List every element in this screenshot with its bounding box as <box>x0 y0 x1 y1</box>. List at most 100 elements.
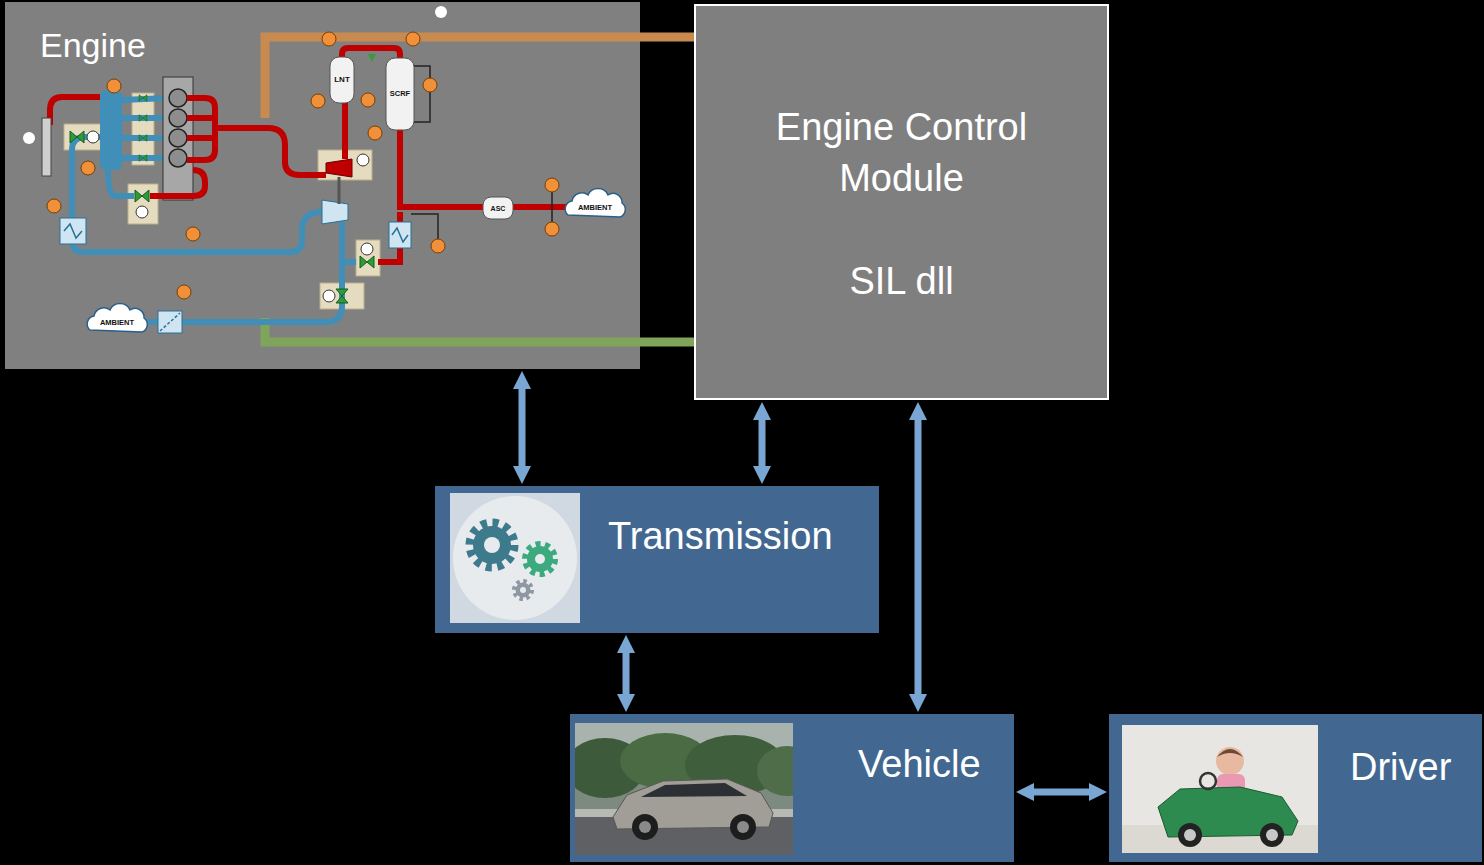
sensor-dot <box>431 239 445 253</box>
air-filter <box>158 311 182 333</box>
double-arrow <box>519 389 526 466</box>
sensor-dot <box>322 32 336 46</box>
car-window <box>641 783 747 797</box>
gear-body <box>527 546 553 572</box>
gear-hole <box>520 587 526 593</box>
white-dot <box>23 132 35 144</box>
sensor-line <box>414 66 430 122</box>
icon-disc <box>453 496 577 620</box>
valve-motor <box>357 154 369 166</box>
sensor-dot <box>545 222 559 236</box>
sensor-dot <box>107 79 121 93</box>
driver-photo <box>1122 725 1318 853</box>
icon-ground <box>450 493 580 623</box>
valve-motor <box>323 290 335 302</box>
scrf-filter <box>386 58 414 130</box>
sensor-dot <box>81 161 95 175</box>
driver-box: Driver <box>1109 714 1482 862</box>
sensor-dot <box>47 199 61 213</box>
sensor-dot <box>311 94 325 108</box>
cylinder <box>169 89 187 107</box>
engine-panel: Engine <box>5 2 640 369</box>
sensor-dot <box>368 126 382 140</box>
gear-teeth <box>514 581 532 599</box>
gear-hole <box>535 554 545 564</box>
turbine <box>326 159 352 177</box>
valve-symbol <box>135 190 149 202</box>
valve-symbol <box>139 95 147 102</box>
node-label: Driver <box>1350 744 1451 792</box>
urea-injector <box>368 54 376 62</box>
signal-wire <box>640 338 694 347</box>
egr-pipe <box>150 170 205 196</box>
intake-pipe <box>342 259 356 265</box>
intake-manifold <box>100 90 122 170</box>
double-arrow <box>915 420 922 694</box>
signal-wire <box>265 37 640 118</box>
baby-hair <box>1217 749 1243 757</box>
car-rim <box>639 821 651 833</box>
valve-symbol <box>139 115 147 122</box>
sensor-line <box>411 214 438 240</box>
valve-motor <box>361 243 373 255</box>
vehicle-box: Vehicle <box>570 714 1014 862</box>
node-label: Engine <box>40 24 146 67</box>
gear-teeth <box>525 544 555 574</box>
car-photo <box>575 723 793 855</box>
part-label: AMBIENT <box>578 204 612 212</box>
intake-runners <box>122 98 168 158</box>
turbo-shaft <box>338 177 341 204</box>
pedal-car-wheel <box>1178 823 1202 847</box>
sensor-dot <box>361 93 375 107</box>
steering-wheel <box>1200 773 1216 789</box>
valve-motor <box>136 206 148 218</box>
node-label: Engine Control Module <box>721 102 1082 204</box>
intake-pipe <box>73 212 322 252</box>
exhaust-pipe <box>400 130 568 207</box>
cylinder <box>169 149 187 167</box>
tree <box>757 746 793 796</box>
node-label: Transmission <box>608 513 833 561</box>
egr-cooler <box>389 222 411 248</box>
valve-symbol <box>360 256 374 268</box>
sensor-dot <box>406 32 420 46</box>
exhaust-manifold <box>187 98 215 160</box>
double-arrow <box>759 420 766 466</box>
sensor-line <box>551 192 553 222</box>
cooler-coil <box>64 224 82 238</box>
asc-catalyst <box>483 197 513 219</box>
part-label: AMBIENT <box>100 319 134 327</box>
intake-pipe <box>108 170 134 196</box>
controller-box: Engine Control ModuleSIL dll <box>694 4 1109 400</box>
transmission-box: Transmission <box>435 486 879 633</box>
gear-body <box>516 583 531 598</box>
cylinder <box>169 109 187 127</box>
pedal-car-rim <box>1184 829 1196 841</box>
gears-icon <box>450 493 580 623</box>
filter-element <box>160 313 180 331</box>
intake-pipe <box>144 222 342 322</box>
intake-pipe <box>72 137 100 218</box>
white-dot <box>435 6 447 18</box>
valve-symbol <box>336 289 348 303</box>
swirl-valve-housing <box>132 93 154 165</box>
sensor-dot <box>177 285 191 299</box>
car-wheel <box>730 814 756 840</box>
valve-symbol <box>139 155 147 162</box>
gear-body <box>473 526 511 564</box>
part-label: ASC <box>491 205 506 212</box>
gear-hole <box>484 537 500 553</box>
exhaust-pipe <box>342 103 348 159</box>
part-label: LNT <box>334 76 350 84</box>
valve-symbol <box>139 135 147 142</box>
valve-symbol <box>70 131 84 143</box>
exhaust-pipe <box>50 97 100 125</box>
signal-wire <box>640 33 694 42</box>
node-label: SIL dll <box>721 256 1082 307</box>
valve-motor <box>87 131 99 143</box>
pedal-car-rim <box>1266 829 1278 841</box>
car-wheel <box>632 814 658 840</box>
cylinder <box>169 129 187 147</box>
